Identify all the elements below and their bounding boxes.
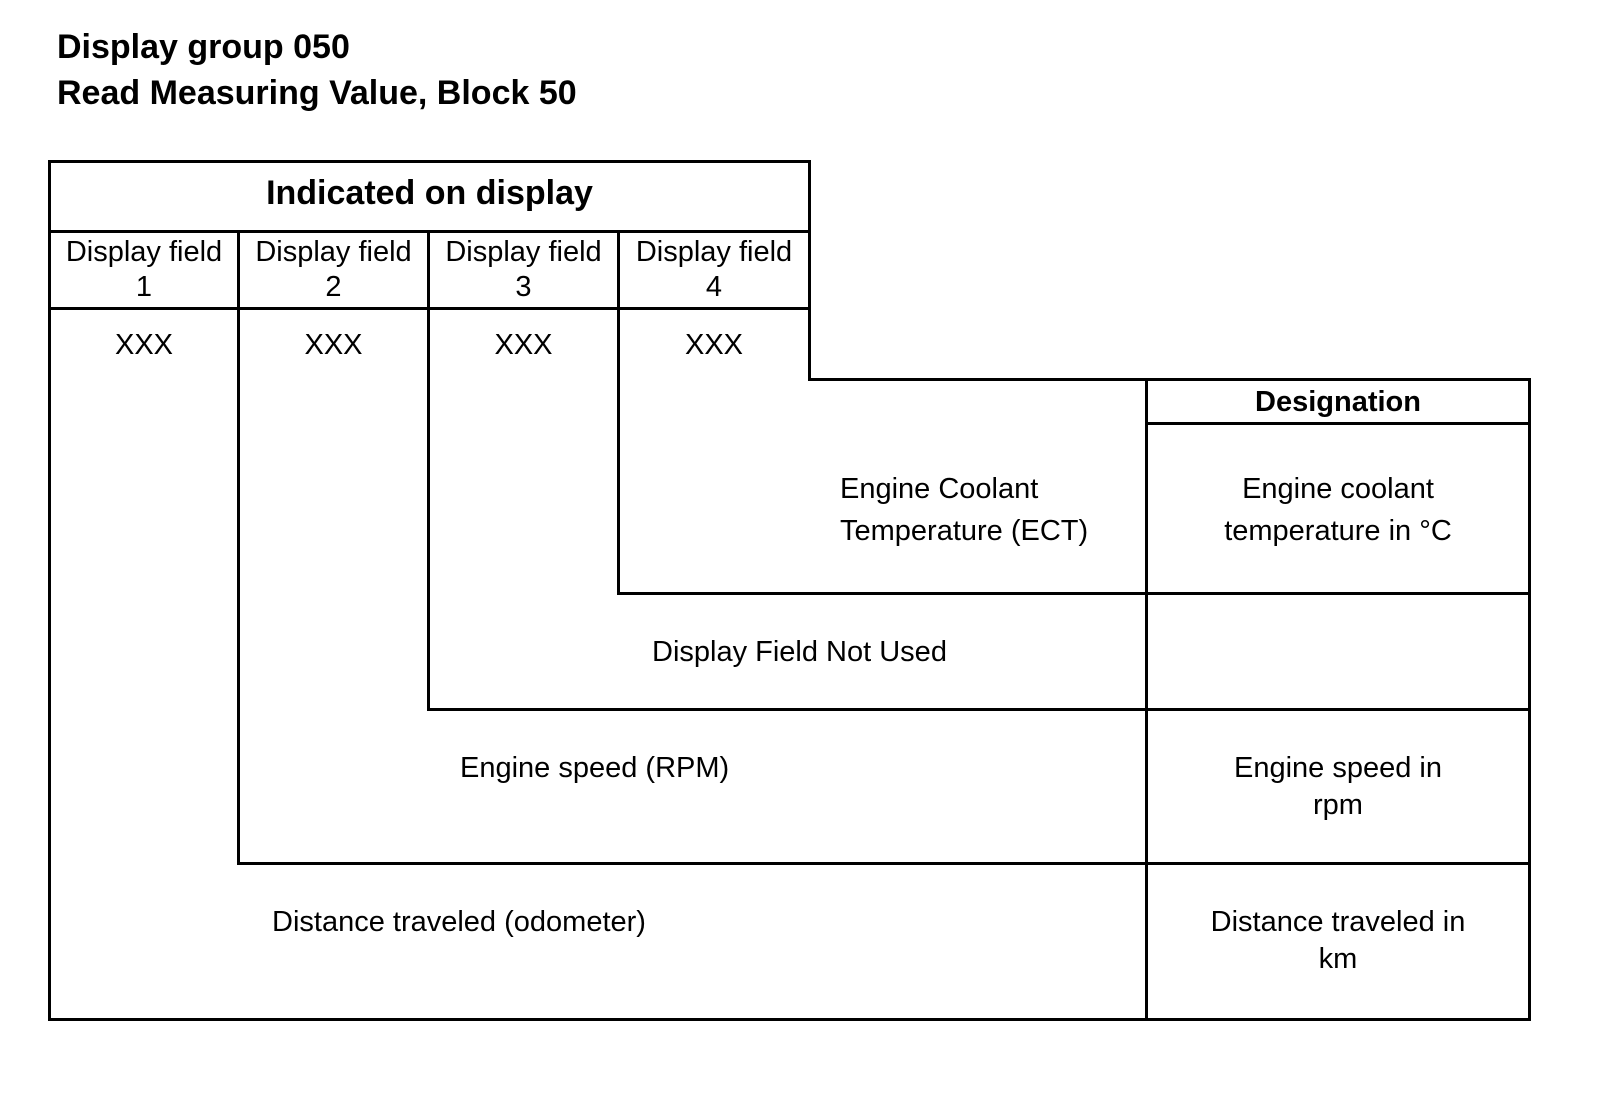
field-3-label-line1: Display field bbox=[445, 236, 602, 268]
frame-line-top bbox=[48, 160, 811, 163]
field-3-label-line2: 3 bbox=[515, 271, 532, 304]
field-2-label: Display field 2 bbox=[240, 233, 427, 307]
field-2-label-line2: 2 bbox=[325, 271, 342, 304]
frame-line-indicated-right bbox=[808, 160, 811, 381]
row-rpm-name: Engine speed (RPM) bbox=[460, 752, 730, 784]
row-distance-designation-line2: km bbox=[1318, 943, 1358, 976]
field-1-divider bbox=[237, 230, 240, 865]
designation-column-divider bbox=[1145, 378, 1148, 1021]
designation-header-divider bbox=[1145, 422, 1531, 425]
field-4-label: Display field 4 bbox=[620, 233, 808, 307]
field-2-label-line1: Display field bbox=[255, 236, 412, 268]
field-2-divider bbox=[427, 230, 430, 711]
frame-line-step-top bbox=[808, 378, 1531, 381]
field-1-label-line2: 1 bbox=[135, 271, 153, 304]
field-3-label: Display field 3 bbox=[430, 233, 617, 307]
row-rpm-designation-line1: Engine speed in bbox=[1234, 752, 1442, 784]
indicated-header: Indicated on display bbox=[266, 174, 593, 212]
row-divider-3 bbox=[237, 862, 1531, 865]
row-divider-2 bbox=[427, 708, 1531, 711]
diagram-title: Display group 050 bbox=[57, 28, 350, 66]
field-4-value: XXX bbox=[684, 329, 744, 361]
row-unused-name: Display Field Not Used bbox=[652, 636, 947, 668]
field-4-label-line1: Display field bbox=[635, 236, 793, 268]
frame-line-right bbox=[1528, 378, 1531, 1021]
diagram-subtitle: Read Measuring Value, Block 50 bbox=[57, 74, 577, 112]
row-divider-1 bbox=[617, 592, 1531, 595]
row-ect-designation: Engine coolant temperature in °C bbox=[1148, 470, 1528, 551]
designation-header: Designation bbox=[1255, 386, 1421, 418]
row-rpm-designation: Engine speed in rpm bbox=[1148, 749, 1528, 825]
field-4-label-line2: 4 bbox=[705, 271, 723, 304]
field-2-value: XXX bbox=[304, 329, 363, 361]
field-3-value: XXX bbox=[494, 329, 553, 361]
frame-line-bottom bbox=[48, 1018, 1531, 1021]
row-distance-designation-line1: Distance traveled in bbox=[1210, 906, 1466, 938]
row-ect-name-line2: Temperature (ECT) bbox=[840, 515, 1089, 548]
row-distance-designation: Distance traveled in km bbox=[1148, 903, 1528, 979]
frame-line-left bbox=[48, 160, 51, 1021]
row-ect-designation-line1: Engine coolant bbox=[1242, 473, 1434, 505]
field-1-label-line1: Display field bbox=[65, 236, 223, 268]
field-1-label: Display field 1 bbox=[51, 233, 237, 307]
field-3-divider bbox=[617, 230, 620, 595]
row-ect-name: Engine Coolant Temperature (ECT) bbox=[840, 470, 1088, 551]
row-ect-name-line1: Engine Coolant bbox=[840, 473, 1039, 505]
field-1-value: XXX bbox=[114, 329, 174, 361]
row-rpm-designation-line2: rpm bbox=[1313, 789, 1363, 822]
row-distance-name: Distance traveled (odometer) bbox=[272, 906, 646, 938]
row-ect-designation-line2: temperature in °C bbox=[1224, 515, 1452, 548]
